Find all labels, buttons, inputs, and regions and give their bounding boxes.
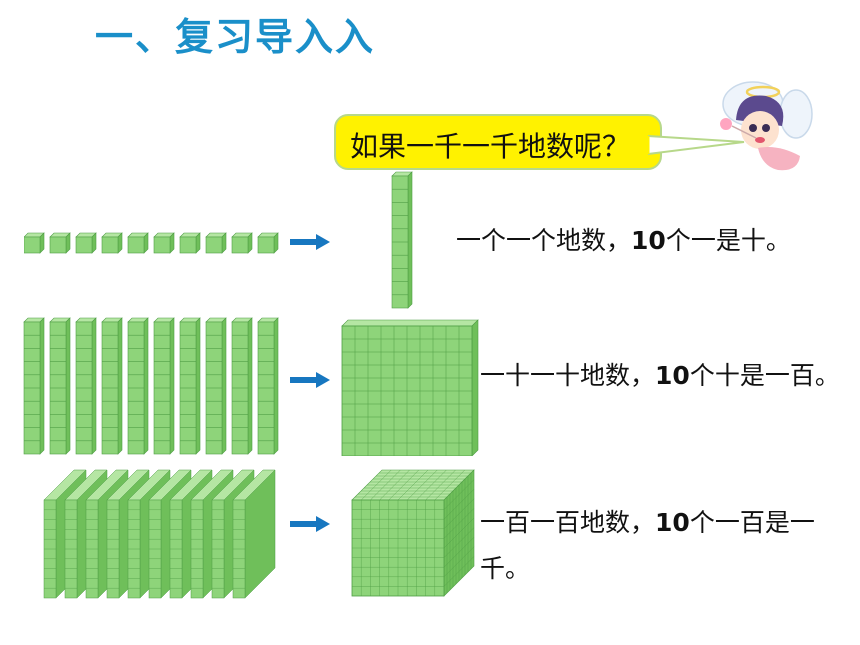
- hundred-flats-group: [43, 469, 276, 599]
- arrow-right-icon: [290, 234, 330, 250]
- row3-description: 一百一百地数，10个一百是一千。: [480, 500, 840, 592]
- speech-bubble-text: 如果一千一千地数呢？: [350, 130, 631, 163]
- ten-rods-group: [23, 317, 279, 455]
- unit-cube-icon: [127, 232, 149, 254]
- hundred-flat-icon: [232, 469, 276, 599]
- ten-rod-icon: [127, 317, 149, 455]
- row1-description: 一个一个地数，10个一是十。: [456, 218, 791, 264]
- row3-text-b: 个一百是一千。: [480, 508, 815, 583]
- ten-rod-icon: [205, 317, 227, 455]
- ten-rod-icon: [153, 317, 175, 455]
- ten-rod-icon: [257, 317, 279, 455]
- row1-text-a: 一个一个地数，: [456, 226, 632, 255]
- row1-text-b: 个一是十。: [665, 226, 791, 255]
- row2-description: 一十一十地数，10个十是一百。: [480, 353, 840, 399]
- row2-text-a: 一十一十地数，: [480, 361, 656, 390]
- unit-cubes-group: [24, 232, 279, 254]
- fairy-illustration: [720, 81, 813, 171]
- arrow-right-icon: [290, 372, 330, 388]
- ten-rod-icon: [23, 317, 45, 455]
- row3-text-a: 一百一百地数，: [480, 508, 656, 537]
- row1-number: 10: [631, 226, 666, 255]
- ten-rod-icon: [179, 317, 201, 455]
- unit-cube-icon: [205, 232, 227, 254]
- hundred-flat-result: [341, 319, 479, 456]
- thousand-cube-result: [351, 469, 475, 597]
- unit-cube-icon: [75, 232, 97, 254]
- unit-cube-icon: [24, 232, 45, 254]
- ten-rod-icon: [75, 317, 97, 455]
- arrow-right-icon: [290, 516, 330, 532]
- ten-rod-icon: [101, 317, 123, 455]
- row3-number: 10: [655, 508, 690, 537]
- unit-cube-icon: [153, 232, 175, 254]
- unit-cube-icon: [257, 232, 279, 254]
- row2-number: 10: [655, 361, 690, 390]
- unit-cube-icon: [101, 232, 123, 254]
- ten-rod-icon: [49, 317, 71, 455]
- row2-text-b: 个十是一百。: [689, 361, 840, 390]
- unit-cube-icon: [179, 232, 201, 254]
- speech-bubble: 如果一千一千地数呢？: [334, 114, 662, 170]
- unit-cube-icon: [49, 232, 71, 254]
- unit-cube-icon: [231, 232, 253, 254]
- speech-bubble-tail: [648, 134, 745, 156]
- slide-title: 一、复习导入入: [95, 15, 376, 59]
- ten-rod-result: [391, 171, 413, 309]
- ten-rod-icon: [231, 317, 253, 455]
